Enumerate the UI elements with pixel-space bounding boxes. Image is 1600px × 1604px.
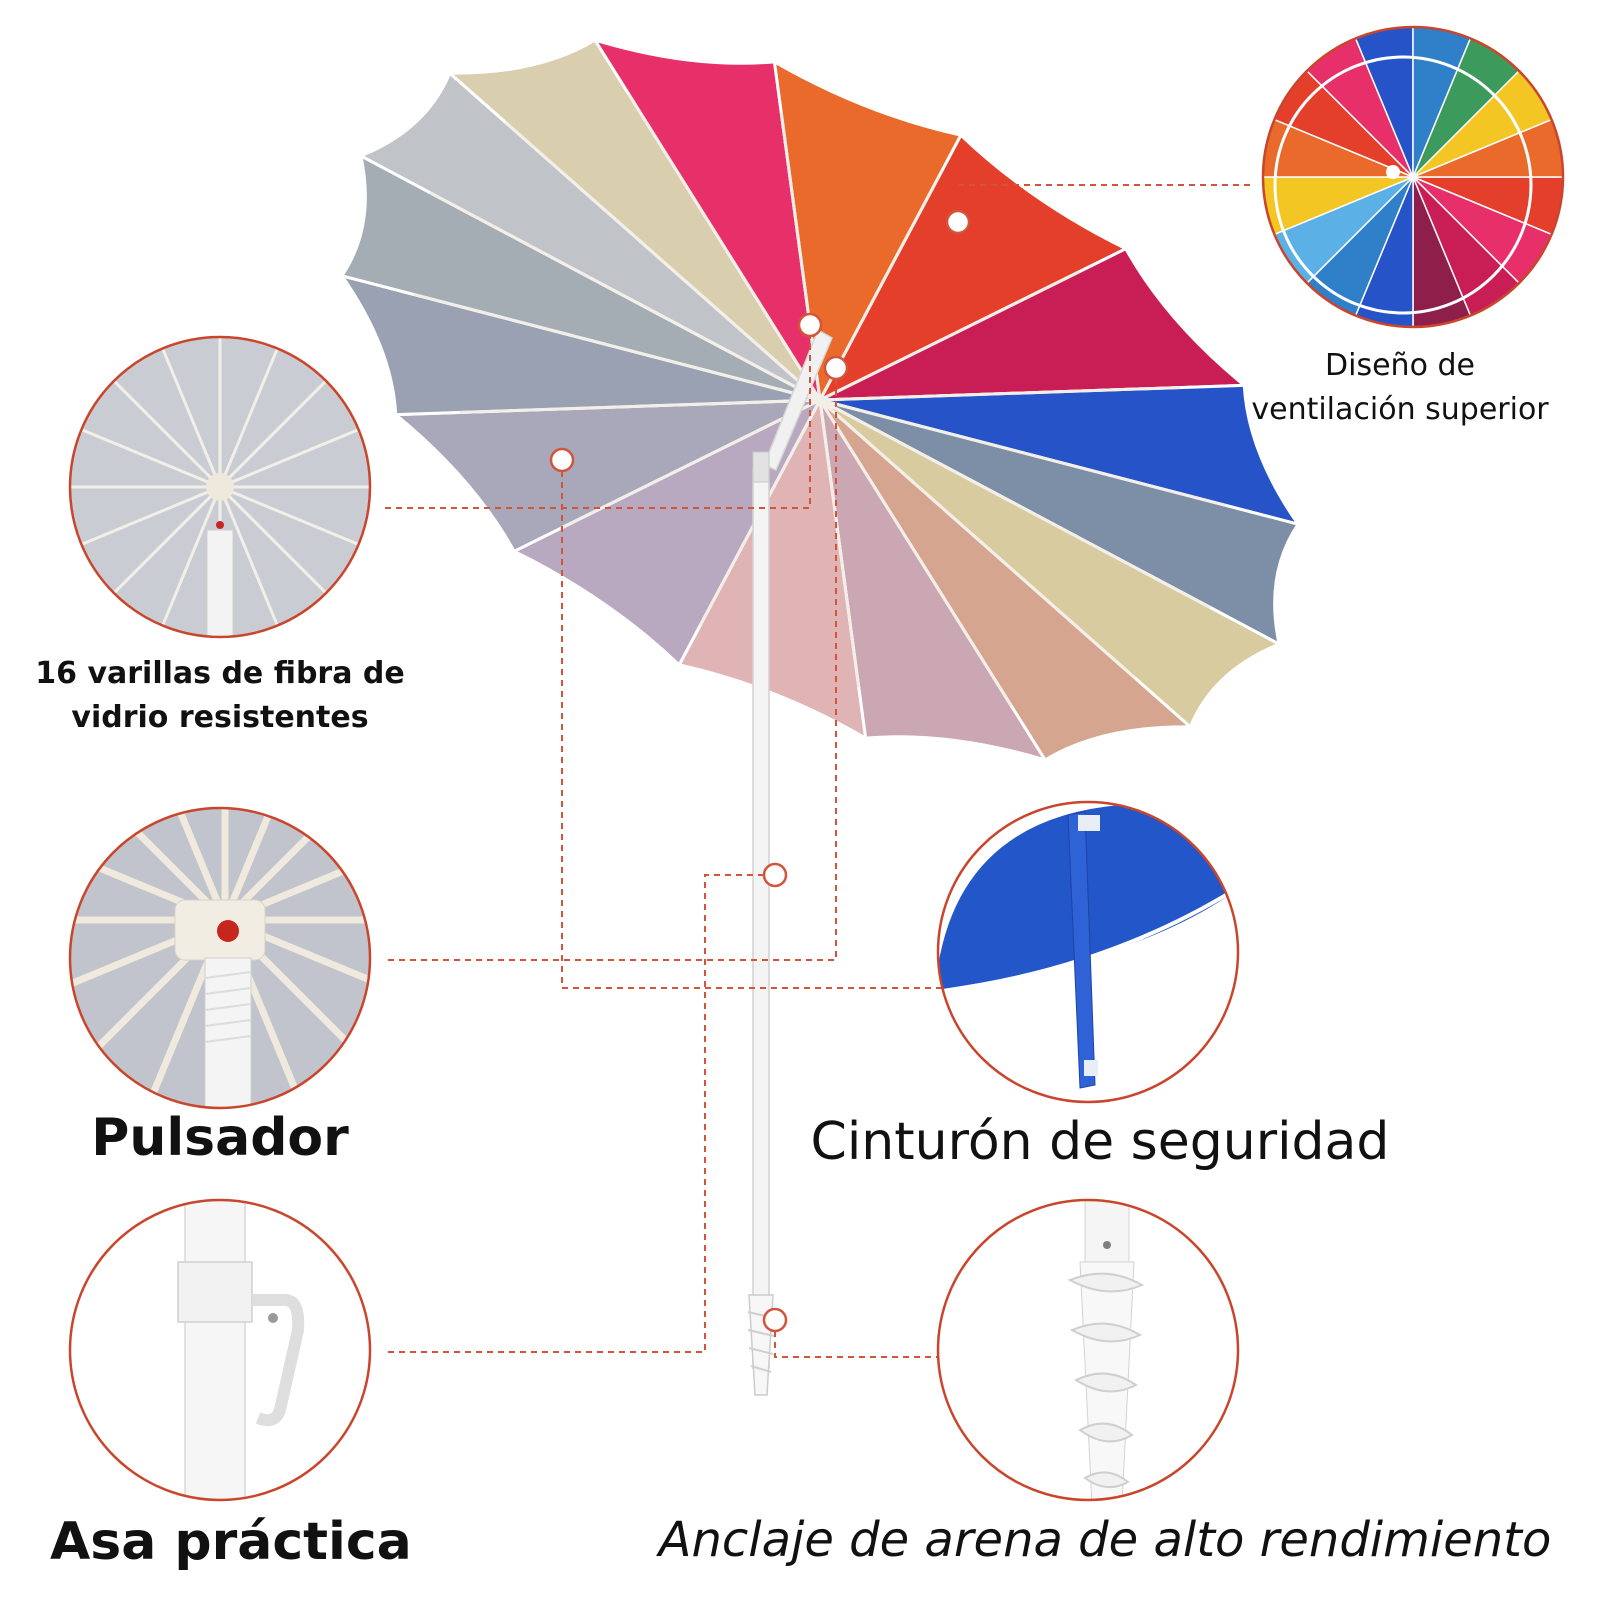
rib-spoke (98, 365, 222, 489)
rib-spoke (221, 808, 301, 922)
canopy-panel (772, 59, 964, 405)
canopy-panel (819, 398, 1301, 647)
ribs-label: 16 varillas de fibra de vidrio resistent… (15, 652, 425, 740)
vent-dot (945, 209, 971, 235)
canopy-panel (338, 273, 821, 417)
canopy-panel (818, 399, 1049, 763)
ribs-label-line1: 16 varillas de fibra de (35, 656, 405, 691)
canopy-panel (818, 398, 1195, 762)
canopy-panel (819, 398, 1283, 730)
handle-detail-circle (68, 1198, 372, 1502)
canopy-panel (357, 70, 821, 402)
canopy-rib (818, 399, 1013, 707)
canopy-rib (819, 398, 1227, 508)
vent-label: Diseño de ventilación superior (1210, 344, 1590, 432)
leader-lines (385, 184, 1250, 1358)
rib-spoke (218, 337, 287, 488)
push-button-label: Pulsador (91, 1108, 349, 1168)
umbrella-canopy (338, 37, 1302, 763)
vent-ring (1273, 55, 1533, 315)
canopy-rib (413, 292, 821, 402)
vent-label-line1: Diseño de (1325, 348, 1475, 383)
canopy-panel (816, 132, 1130, 404)
canopy-rib (429, 191, 821, 402)
canopy-rib (627, 93, 822, 401)
canopy-rib (504, 121, 821, 402)
push-button-detail-circle (68, 806, 372, 1110)
button-dot (823, 355, 849, 381)
rib-spoke (219, 485, 370, 554)
canopy-rib (559, 398, 821, 530)
rib-spoke (153, 337, 222, 488)
canopy-rib (819, 386, 1181, 402)
ribs-dot (797, 312, 823, 338)
rib-spoke (219, 420, 370, 489)
seat-belt-label: Cinturón de seguridad (810, 1112, 1390, 1172)
umbrella-pole (747, 328, 833, 1396)
rib-spoke (70, 420, 221, 489)
sand-anchor-detail-circle (936, 1198, 1240, 1502)
rib-spoke (218, 365, 342, 489)
belt-dot (549, 447, 575, 473)
ribs-label-line2: vidrio resistentes (71, 700, 369, 735)
canopy-rib (459, 398, 821, 414)
canopy-panel (510, 396, 824, 668)
canopy-panel (339, 153, 821, 402)
ribs-detail-circle (68, 335, 372, 639)
canopy-panel (819, 383, 1302, 527)
seat-belt-detail-circle (936, 800, 1240, 1104)
handle-dot (762, 862, 788, 888)
rib-spoke (218, 485, 342, 609)
rib-spoke (218, 486, 287, 637)
canopy-rib (819, 398, 1136, 679)
canopy-panel (391, 398, 821, 554)
handle-label: Asa práctica (50, 1512, 412, 1572)
canopy-panel (445, 38, 822, 402)
canopy-rib (819, 270, 1081, 402)
rib-spoke (70, 485, 221, 554)
vent-detail-circle (1261, 25, 1565, 329)
vent-wheel-segment (1412, 110, 1563, 178)
sand-anchor-label: Anclaje de arena de alto rendimiento (658, 1512, 1552, 1568)
canopy-panel (676, 395, 868, 741)
rib-spoke (149, 808, 229, 922)
vent-label-line2: ventilación superior (1251, 392, 1549, 427)
canopy-rib (819, 398, 1211, 609)
canopy-panel (819, 246, 1249, 402)
rib-spoke (153, 486, 222, 637)
callout-dots (549, 209, 971, 1333)
anchor-dot (762, 1307, 788, 1333)
canopy-rib (818, 399, 861, 688)
rib-spoke (98, 485, 222, 609)
vent-hub (1386, 165, 1400, 179)
